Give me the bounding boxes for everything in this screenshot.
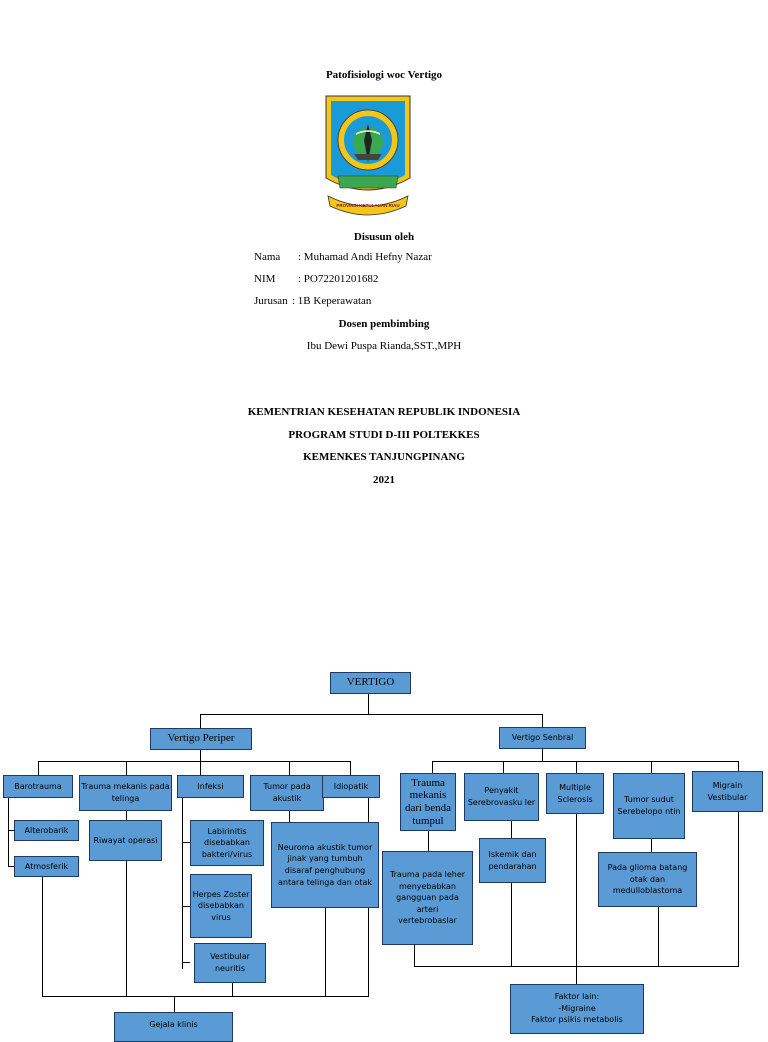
barotrauma-node: Barotrauma [3,775,73,798]
dosen-name: Ibu Dewi Puspa Rianda,SST.,MPH [306,340,462,352]
nama-row: Nama : Muhamad Andi Hefny Nazar [254,251,432,263]
riwayat-operasi-node: Riwayat operasi [89,820,162,861]
infeksi-node: Infeksi [177,775,244,798]
nama-label: Nama [254,251,281,263]
trauma-telinga-node: Trauma mekanis pada telinga [79,775,172,811]
faktor-lain-heading: Faktor lain: [554,992,600,1001]
nama-value: : Muhamad Andi Hefny Nazar [298,251,432,263]
poltekkes-logo: PROVINSI KEPULAUAN RIAU [318,90,418,222]
nim-value: : PO72201201682 [298,273,379,285]
jurusan-row: Jurusan : 1B Keperawatan [254,295,371,307]
neuroma-node: Neuroma akustik tumor jinak yang tumbuh … [271,822,379,908]
atmosferik-node: Atmosferik [14,856,79,877]
page-title: Patofisiologi woc Vertigo [325,69,443,81]
migrain-vestibular-node: Migrain Vestibular [692,771,763,812]
vestibular-neuritis-node: Vestibular neuritis [194,943,266,983]
dosen-heading: Dosen pembimbing [338,318,430,330]
svg-text:PROVINSI KEPULAUAN RIAU: PROVINSI KEPULAUAN RIAU [336,203,399,208]
faktor-lain-psikis: Faktor psikis metabolis [531,1015,623,1025]
nim-row: NIM : PO72201201682 [254,273,378,285]
tumor-akustik-node: Tumor pada akustik [250,775,324,811]
faktor-lain-migraine: -Migraine [558,1003,596,1013]
vertigo-senbral-node: Vertigo Senbral [499,727,586,749]
herpes-zoster-node: Herpes Zoster disebabkan virus [190,874,252,938]
multiple-sclerosis-node: Multiple Sclerosis [546,773,604,814]
faktor-lain-node: Faktor lain: -Migraine Faktor psikis met… [510,984,644,1034]
gejala-klinis-node: Gejala klinis [114,1012,233,1042]
serebrovaskuler-node: Penyakit Serebrovasku ler [464,773,539,821]
jurusan-value: : 1B Keperawatan [292,295,372,307]
institution-line-3: KEMENKES TANJUNGPINANG [303,451,465,463]
nim-label: NIM [254,273,276,285]
glioma-node: Pada glioma batang otak dan medulloblast… [598,852,697,907]
vertigo-root-node: VERTIGO [330,672,411,694]
labirinitis-node: Labirinitis disebabkan bakteri/virus [190,820,264,866]
institution-line-1: KEMENTRIAN KESEHATAN REPUBLIK INDONESIA [247,406,521,418]
institution-line-2: PROGRAM STUDI D-III POLTEKKES [288,429,480,441]
jurusan-label: Jurusan [254,295,288,307]
institution-year: 2021 [373,474,395,486]
tumor-sudut-node: Tumor sudut Serebelopo ntin [613,773,685,839]
idiopatik-node: Idiopatik [322,775,380,798]
trauma-tumpul-node: Trauma mekanis dari benda tumpul [400,773,456,831]
vertigo-periper-node: Vertigo Periper [150,728,252,750]
iskemik-node: Iskemik dan pendarahan [479,838,546,883]
trauma-leher-node: Trauma pada leher menyebabkan gangguan p… [382,851,473,945]
alterobarik-node: Alterobarik [14,820,79,841]
disusun-oleh: Disusun oleh [353,231,415,243]
